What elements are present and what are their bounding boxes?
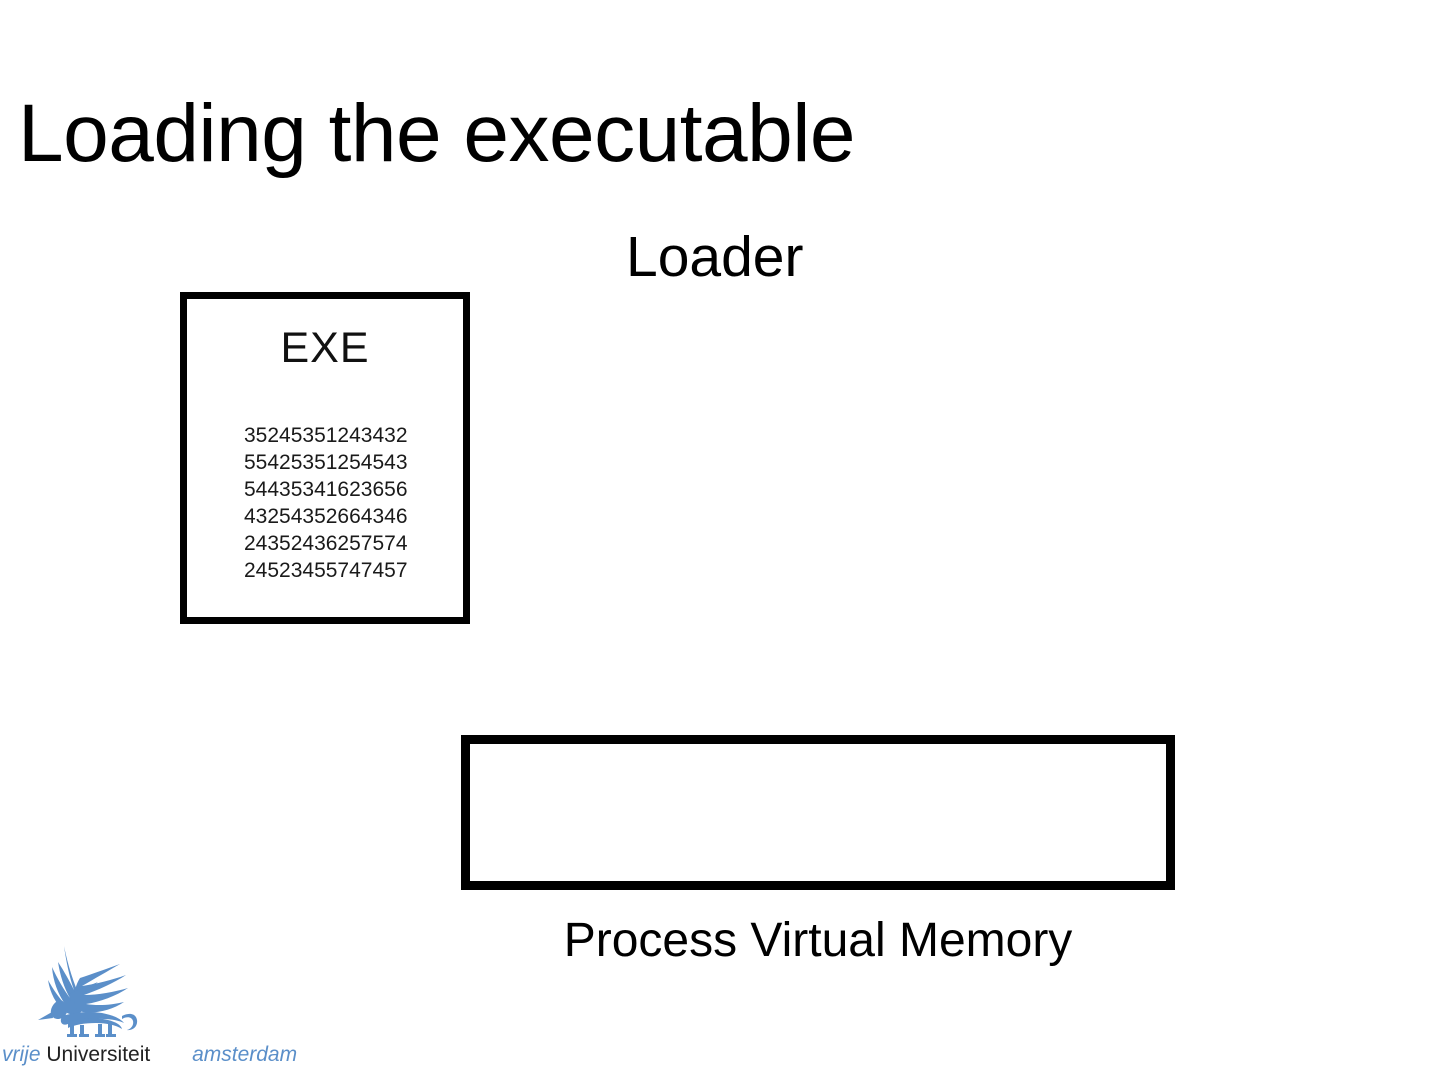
vu-griffin-icon — [38, 946, 138, 1037]
vu-wordmark-vrije: vrije — [2, 1043, 41, 1066]
page-title: Loading the executable — [18, 88, 856, 179]
exe-file-box: EXE 35245351243432 55425351254543 544353… — [180, 292, 470, 624]
exe-code-line: 24523455747457 — [244, 559, 408, 582]
exe-code-line: 55425351254543 — [244, 451, 408, 474]
exe-file-title: EXE — [280, 324, 370, 372]
exe-code-block: 35245351243432 55425351254543 5443534162… — [244, 422, 408, 584]
exe-code-line: 43254352664346 — [244, 505, 408, 528]
loader-label: Loader — [626, 225, 804, 289]
vu-amsterdam-logo: vrije Universiteit amsterdam — [2, 938, 304, 1068]
vu-wordmark-universiteit: Universiteit — [46, 1043, 151, 1066]
exe-code-line: 35245351243432 — [244, 424, 408, 447]
exe-code-line: 24352436257574 — [244, 532, 408, 555]
process-virtual-memory-box — [461, 735, 1175, 890]
vu-wordmark: vrije Universiteit amsterdam — [2, 1042, 302, 1068]
vu-wordmark-amsterdam: amsterdam — [192, 1043, 298, 1066]
exe-code-line: 54435341623656 — [244, 478, 408, 501]
process-virtual-memory-label: Process Virtual Memory — [563, 914, 1073, 967]
